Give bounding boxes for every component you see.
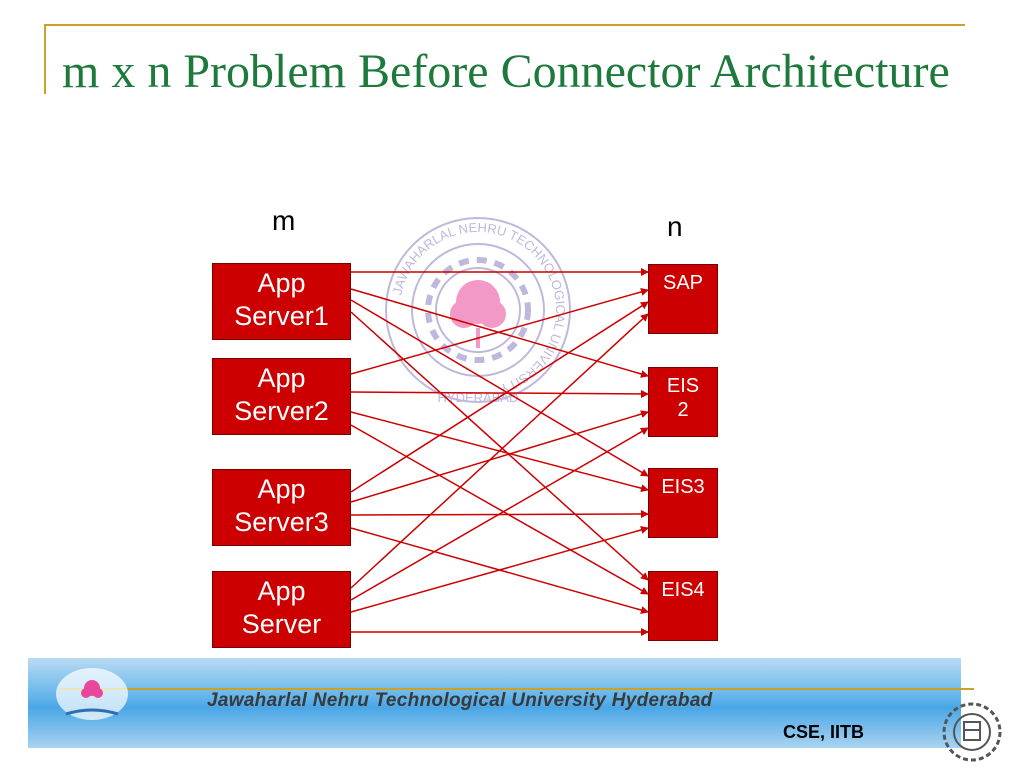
university-seal-watermark: JAWAHARLAL NEHRU TECHNOLOGICAL UNIVERSIT… xyxy=(385,217,571,405)
footer-tag: CSE, IITB xyxy=(783,722,865,742)
top-rule xyxy=(44,24,965,26)
eis-2-label: EIS 2 xyxy=(666,375,700,421)
connection-line xyxy=(350,389,649,398)
app-server-4-box: App Server xyxy=(212,571,351,648)
slide-title: m x n Problem Before Connector Architect… xyxy=(62,45,950,98)
connection-line xyxy=(350,288,649,375)
connection-line xyxy=(350,311,649,581)
footer-banner xyxy=(28,658,961,748)
connection-line xyxy=(350,410,649,503)
eis-3-label: EIS3 xyxy=(661,476,705,498)
connection-line xyxy=(350,427,649,601)
footer-university-name: Jawaharlal Nehru Technological Universit… xyxy=(207,690,713,711)
app-server-1-box: App Server1 xyxy=(212,263,351,340)
app-server-2-label: App Server2 xyxy=(234,363,329,426)
rose-icon xyxy=(450,280,506,348)
sap-box: SAP xyxy=(648,264,718,334)
connection-line xyxy=(350,313,649,589)
seal-city-text: HYDERABAD xyxy=(438,390,519,405)
eis-2-box: EIS 2 xyxy=(648,367,718,437)
sap-label: SAP xyxy=(662,272,704,294)
eis-4-label: EIS4 xyxy=(661,579,705,601)
connection-line xyxy=(350,299,649,477)
app-server-1-label: App Server1 xyxy=(234,268,329,331)
gear-icon xyxy=(425,257,531,363)
left-rule xyxy=(44,24,46,94)
university-logo-icon xyxy=(56,668,128,720)
connection-line xyxy=(350,526,649,613)
app-server-3-label: App Server3 xyxy=(234,474,329,537)
eis-3-box: EIS3 xyxy=(648,468,718,538)
n-label: n xyxy=(667,211,683,242)
iitb-seal-icon xyxy=(942,702,1002,762)
app-server-4-label: App Server xyxy=(241,576,322,639)
connection-line xyxy=(350,424,649,595)
connection-line xyxy=(350,301,649,493)
app-server-3-box: App Server3 xyxy=(212,469,351,546)
m-label: m xyxy=(272,205,296,236)
footer-rule xyxy=(60,688,974,690)
eis-4-box: EIS4 xyxy=(648,571,718,641)
app-server-2-box: App Server2 xyxy=(212,358,351,435)
